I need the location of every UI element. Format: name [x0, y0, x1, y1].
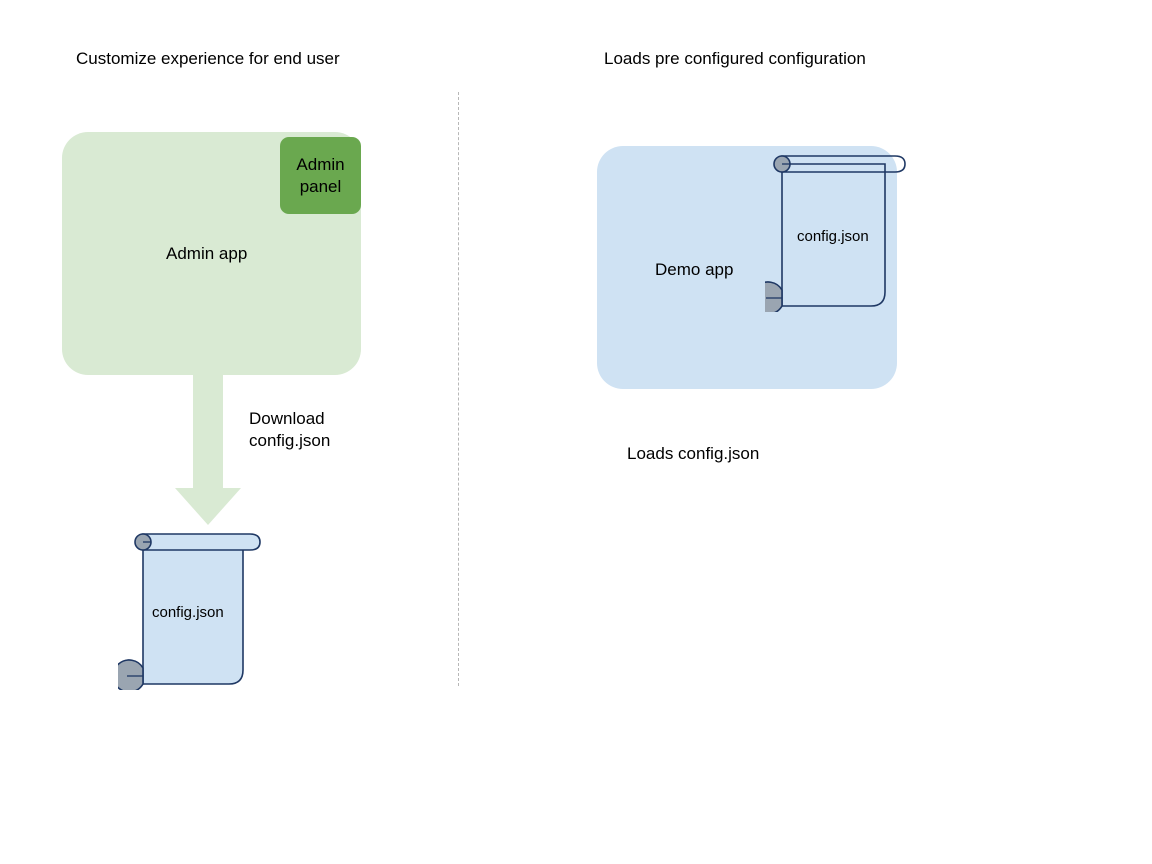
left-column-title: Customize experience for end user [76, 49, 340, 68]
admin-panel-label-line1: Admin [296, 154, 345, 174]
download-arrow-label-line1: Download [249, 409, 325, 428]
demo-app-label: Demo app [655, 260, 734, 279]
config-json-document-right[interactable] [765, 150, 913, 312]
admin-panel-label-line2: panel [299, 176, 342, 196]
column-divider [458, 92, 459, 686]
download-arrow-label: Download config.json [249, 408, 330, 452]
config-json-label-left: config.json [152, 604, 224, 621]
right-column-title: Loads pre configured configuration [604, 49, 866, 68]
download-arrow-icon [175, 370, 241, 525]
demo-app-box[interactable] [597, 146, 897, 389]
admin-app-label: Admin app [166, 244, 248, 263]
config-json-document-left[interactable] [118, 528, 268, 690]
download-arrow-label-line2: config.json [249, 431, 331, 450]
config-json-label-right: config.json [797, 228, 869, 245]
loads-config-caption: Loads config.json [627, 444, 760, 463]
